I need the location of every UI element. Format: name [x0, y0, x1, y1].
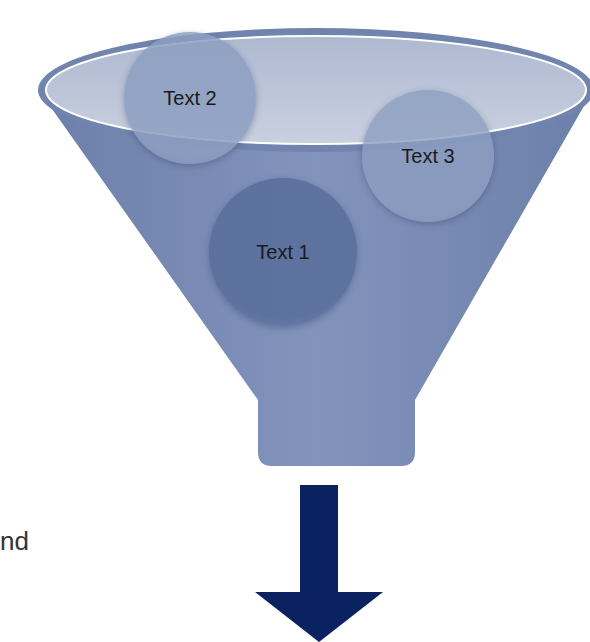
- circle-text: Text 1: [256, 241, 309, 264]
- circle-text: Text 2: [163, 87, 216, 110]
- circle-text: Text 3: [401, 145, 454, 168]
- funnel-rim: [38, 28, 590, 152]
- text-circle: Text 3: [362, 90, 494, 222]
- text-circle: Text 1: [209, 178, 357, 326]
- text-circle: Text 2: [124, 32, 256, 164]
- partial-label: nd: [0, 526, 29, 557]
- down-arrow: [255, 485, 383, 642]
